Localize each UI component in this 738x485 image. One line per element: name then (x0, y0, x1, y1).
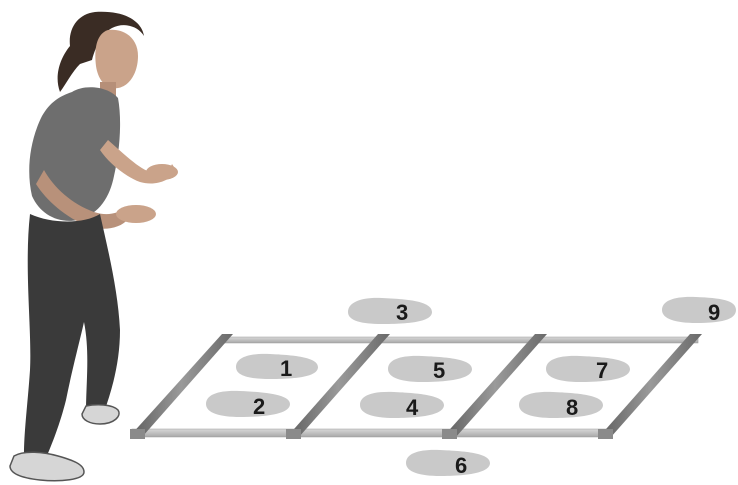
ladder-end-block-3 (442, 429, 457, 439)
footprints: 1 2 3 4 5 6 7 8 (206, 297, 736, 478)
footprint-number: 7 (596, 358, 608, 383)
footprint-shape (519, 392, 603, 418)
footprint-number: 2 (253, 394, 265, 419)
ladder-rung-4 (599, 334, 702, 437)
agility-ladder (130, 334, 702, 439)
footprint-number: 4 (406, 395, 419, 420)
footprint-number: 3 (396, 300, 408, 325)
footprint-number: 5 (433, 358, 445, 383)
footprint-shape (546, 356, 630, 382)
ladder-front-rail (132, 429, 612, 437)
footprint-6: 6 (406, 450, 490, 478)
person-shoe-front (10, 452, 84, 481)
ladder-rung-3 (443, 334, 547, 437)
footprint-8: 8 (519, 392, 603, 420)
ladder-end-block-4 (598, 429, 613, 439)
footprint-shape (236, 354, 318, 379)
footprint-number: 9 (708, 300, 720, 325)
footprint-shape (388, 356, 472, 382)
person-shoe-back (82, 405, 119, 424)
footprint-7: 7 (546, 356, 630, 383)
footprint-shape (348, 298, 432, 324)
footprint-shape (206, 391, 290, 417)
ladder-rung-2 (287, 334, 390, 437)
footprint-3: 3 (348, 298, 432, 325)
footprint-4: 4 (360, 392, 444, 420)
footprint-number: 1 (280, 356, 292, 381)
footprint-9: 9 (662, 297, 736, 325)
footprint-shape (406, 450, 490, 476)
ladder-end-block-1 (130, 429, 145, 439)
footprint-number: 8 (566, 395, 578, 420)
ladder-end-block-2 (286, 429, 301, 439)
footprint-number: 6 (455, 453, 467, 478)
person-hand-front (116, 205, 156, 223)
footprint-5: 5 (388, 356, 472, 383)
footprint-shape (662, 297, 736, 323)
person-face (95, 30, 138, 89)
footprint-1: 1 (236, 354, 318, 381)
ladder-back-rail (222, 337, 698, 343)
person-hand-back (146, 164, 178, 180)
ladder-rung-1 (130, 334, 233, 436)
footprint-2: 2 (206, 391, 290, 419)
footprint-shape (360, 392, 444, 418)
person-figure (10, 12, 178, 481)
